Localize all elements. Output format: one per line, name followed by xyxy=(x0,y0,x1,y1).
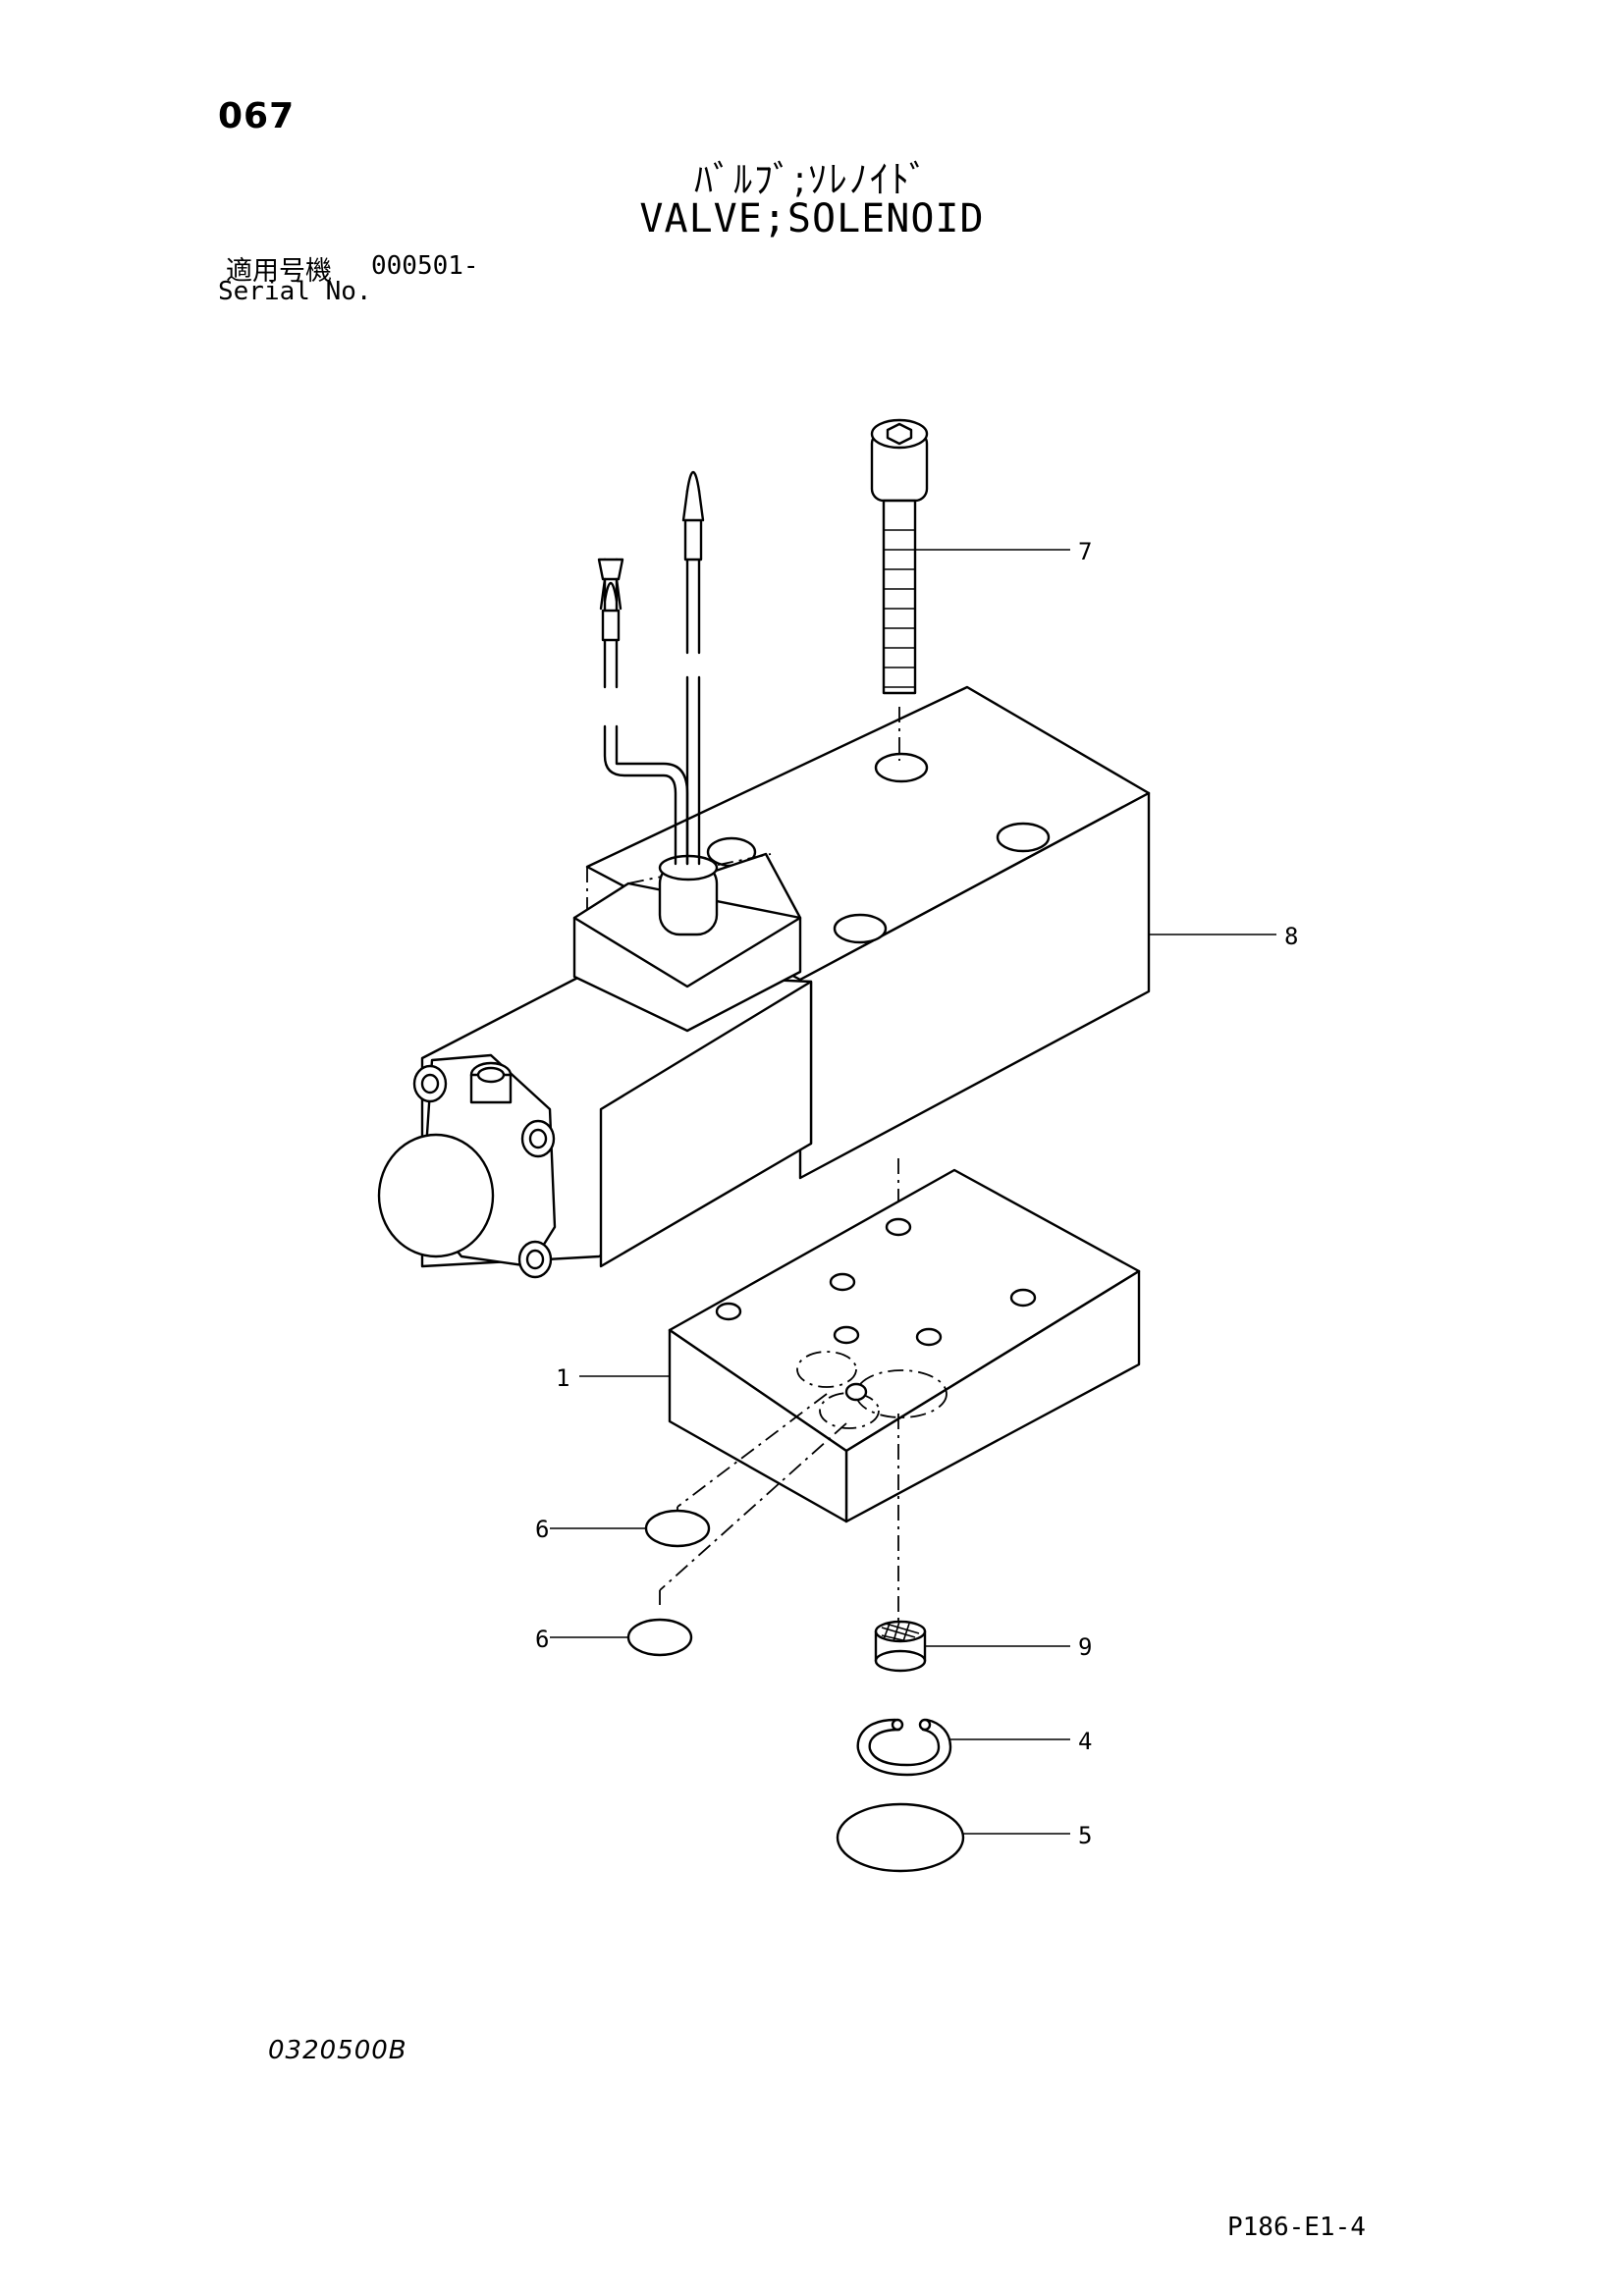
sheet-code: P186-E1-4 xyxy=(1227,2213,1366,2242)
drawing-code: 0320500B xyxy=(268,2036,407,2065)
serial-label-english: Serial No. xyxy=(218,277,372,306)
callout-8: 8 xyxy=(1284,923,1298,950)
callout-5: 5 xyxy=(1078,1822,1092,1849)
base-block-part-1 xyxy=(659,1168,1141,1659)
solenoid-coil xyxy=(377,852,813,1279)
callout-7: 7 xyxy=(1078,538,1092,565)
callout-6-lower: 6 xyxy=(535,1626,549,1653)
gasket-part-5 xyxy=(836,1802,965,1873)
callout-9: 9 xyxy=(1078,1633,1092,1661)
filter-part-9 xyxy=(874,1620,927,1673)
leader-lines xyxy=(550,549,1276,1835)
serial-label-japanese: 適用号機 xyxy=(226,256,332,287)
title-japanese: ﾊﾞﾙﾌﾞ;ｿﾚﾉｲﾄﾞ xyxy=(694,158,930,201)
callout-4: 4 xyxy=(1078,1728,1092,1755)
lead-wires xyxy=(597,470,705,866)
callout-1: 1 xyxy=(556,1364,569,1392)
page-number: 067 xyxy=(218,96,296,136)
snap-ring-part-4 xyxy=(856,1718,952,1777)
title-english: VALVE;SOLENOID xyxy=(639,196,985,241)
socket-head-bolt-part-7 xyxy=(870,418,929,761)
o-ring-part-6-upper xyxy=(644,1509,711,1548)
o-ring-part-6-lower xyxy=(626,1618,693,1657)
callout-6-upper: 6 xyxy=(535,1516,549,1543)
serial-number-value: 000501- xyxy=(371,251,479,281)
